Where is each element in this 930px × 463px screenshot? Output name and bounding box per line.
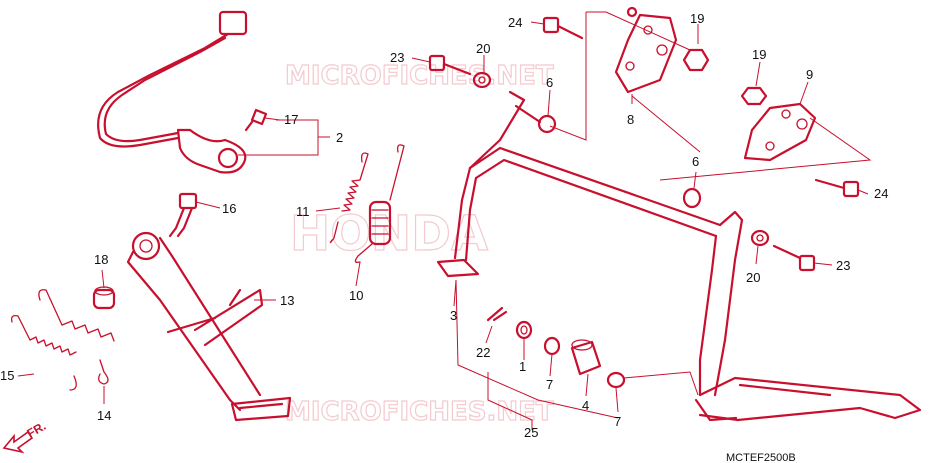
callout-4: 4 xyxy=(582,398,589,413)
callout-7-right: 7 xyxy=(614,414,621,429)
spring-11 xyxy=(329,152,369,244)
bolt-23-right xyxy=(772,244,816,272)
rubber-18 xyxy=(92,286,116,310)
washer-20-top xyxy=(472,71,492,89)
collar-6-top xyxy=(537,114,557,134)
callout-9: 9 xyxy=(806,67,813,82)
front-arrow-icon xyxy=(2,430,34,454)
callout-20-right: 20 xyxy=(746,270,760,285)
callout-2: 2 xyxy=(336,130,343,145)
side-stand-switch xyxy=(97,10,248,174)
watermark-bottom: MICROFICHES.NET xyxy=(285,397,554,427)
front-label: FR. xyxy=(25,419,49,441)
nut-19-right xyxy=(740,86,768,106)
pin-22 xyxy=(486,306,508,322)
callout-23-right: 23 xyxy=(836,258,850,273)
callout-6-right: 6 xyxy=(692,154,699,169)
side-stand xyxy=(126,231,292,422)
callout-6-top: 6 xyxy=(546,75,553,90)
bolt-24-top xyxy=(542,16,584,40)
callout-20-top: 20 xyxy=(476,41,490,56)
bush-1 xyxy=(515,320,533,340)
bolt-17 xyxy=(244,108,268,132)
callout-17: 17 xyxy=(284,112,298,127)
plate-9 xyxy=(743,102,817,162)
leader-lines xyxy=(17,11,872,430)
callouts: 24 19 23 20 6 8 19 9 17 2 16 11 10 6 24 … xyxy=(0,11,888,440)
spring-14 xyxy=(38,289,115,385)
callout-8: 8 xyxy=(627,112,634,127)
callout-25: 25 xyxy=(524,425,538,440)
diagram-reference-code: MCTEF2500B xyxy=(726,452,796,463)
spring-10 xyxy=(354,144,405,264)
callout-13: 13 xyxy=(280,293,294,308)
rubber-4 xyxy=(570,339,602,376)
collar-6-right xyxy=(682,187,702,209)
callout-19-right: 19 xyxy=(752,47,766,62)
nut-19-top xyxy=(682,48,710,72)
spring-15 xyxy=(10,314,77,391)
main-stand xyxy=(436,90,922,422)
callout-7-left: 7 xyxy=(546,377,553,392)
callout-18: 18 xyxy=(94,252,108,267)
front-direction-indicator: FR. xyxy=(2,419,49,454)
callout-10: 10 xyxy=(349,288,363,303)
callout-3: 3 xyxy=(450,308,457,323)
bolt-16 xyxy=(168,192,198,238)
callout-22: 22 xyxy=(476,345,490,360)
watermark-top: MICROFICHES.NET xyxy=(285,61,554,91)
bolt-23-top xyxy=(428,54,472,76)
collar-7-left xyxy=(543,336,561,356)
callout-23-top: 23 xyxy=(390,50,404,65)
callout-11: 11 xyxy=(296,204,310,219)
washer-20-right xyxy=(750,229,770,247)
callout-1: 1 xyxy=(519,359,526,374)
callout-19-top: 19 xyxy=(690,11,704,26)
callout-24-right: 24 xyxy=(874,186,888,201)
callout-15: 15 xyxy=(0,368,14,383)
bolt-24-right xyxy=(814,178,860,198)
callout-24-top: 24 xyxy=(508,15,522,30)
callout-16: 16 xyxy=(222,201,236,216)
collar-7-right xyxy=(606,371,626,389)
plate-8 xyxy=(614,6,678,94)
callout-14: 14 xyxy=(97,408,111,423)
